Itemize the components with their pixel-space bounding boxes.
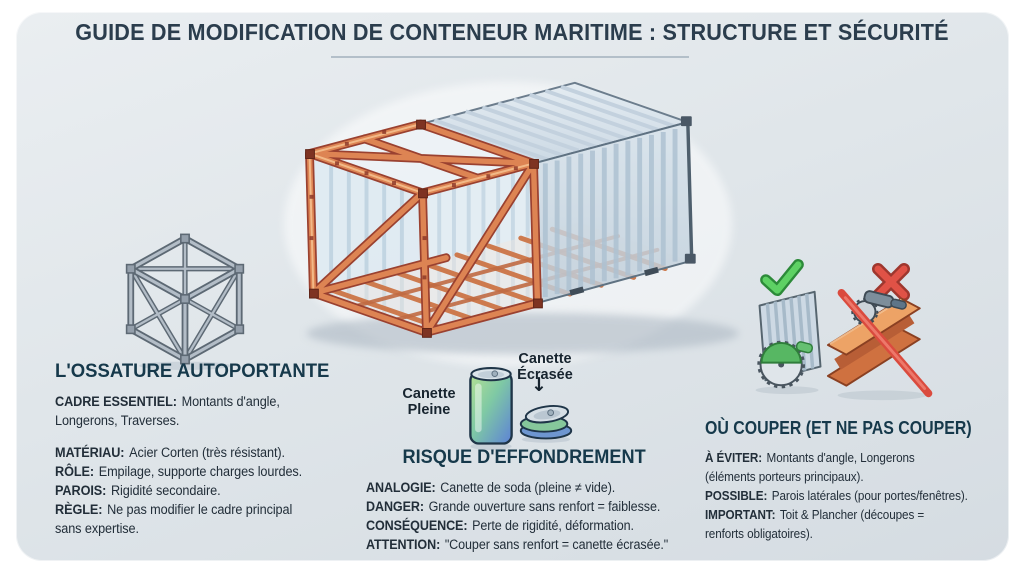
info-line: (éléments porteurs principaux). [705, 467, 1002, 486]
line-label: MATÉRIAU: [55, 445, 125, 460]
section-heading-risque: RISQUE D'EFFONDREMENT [402, 446, 646, 468]
full-can-label: Canette Pleine [402, 386, 456, 418]
circular-saw-panel-icon [755, 290, 822, 395]
section-body-risque: ANALOGIE: Canette de soda (pleine ≠ vide)… [366, 478, 682, 554]
info-line: RÈGLE: Ne pas modifier le cadre principal [55, 500, 356, 519]
line-text: Grande ouverture sans renfort = faibless… [428, 499, 661, 514]
info-line: MATÉRIAU: Acier Corten (très résistant). [55, 443, 356, 462]
line-text: Toit & Plancher (découpes = [779, 507, 925, 522]
angle-grinder [851, 290, 907, 326]
line-label: RÈGLE: [55, 502, 103, 517]
line-text: Ne pas modifier le cadre principal [107, 502, 293, 517]
check-icon [760, 259, 804, 297]
line-label: PAROIS: [55, 483, 107, 498]
line-text: Montants d'angle, Longerons [766, 450, 915, 465]
crushed-can-label: Canette Écrasée [517, 351, 573, 383]
line-text: Perte de rigidité, déformation. [472, 518, 634, 533]
section-body-couper: À ÉVITER:Montants d'angle, Longerons (él… [705, 448, 1002, 543]
line-label: IMPORTANT: [705, 507, 776, 522]
section-heading-couper: OÙ COUPER (ET NE PAS COUPER) [705, 417, 972, 438]
line-label: DANGER: [366, 499, 424, 514]
line-label: À ÉVITER: [705, 450, 763, 465]
page-title: GUIDE DE MODIFICATION DE CONTENEUR MARIT… [75, 19, 949, 45]
soda-can-crushed-icon [519, 405, 573, 443]
line-text: sans expertise. [55, 521, 139, 536]
section-ossature: L'OSSATURE AUTOPORTANTE CADRE ESSENTIEL:… [55, 360, 375, 538]
circular-saw [757, 340, 814, 389]
line-text: "Couper sans renfort = canette écrasée." [444, 537, 669, 552]
line-text: Parois latérales (pour portes/fenêtres). [771, 488, 968, 503]
soda-can-full-icon [469, 367, 513, 451]
info-line: RÔLE:Empilage, supporte charges lourdes. [55, 462, 356, 481]
line-text: (éléments porteurs principaux). [705, 469, 864, 484]
grinder-ibeam-forbidden-icon [826, 288, 933, 401]
steel-cube-frame-icon [125, 233, 245, 370]
title-underline [331, 56, 689, 58]
container-cutaway-illustration [283, 81, 739, 367]
line-text: Acier Corten (très résistant). [129, 445, 285, 460]
line-label: ATTENTION: [366, 537, 441, 552]
info-line: DANGER: Grande ouverture sans renfort = f… [366, 497, 682, 516]
line-text: renforts obligatoires). [705, 526, 813, 541]
line-text: Empilage, supporte charges lourdes. [98, 464, 303, 479]
section-risque: RISQUE D'EFFONDREMENT ANALOGIE: Canette d… [366, 446, 706, 554]
line-label: POSSIBLE: [705, 488, 768, 503]
info-line: IMPORTANT:Toit & Plancher (découpes = [705, 505, 1002, 524]
info-line: POSSIBLE:Parois latérales (pour portes/f… [705, 486, 1002, 505]
line-label: RÔLE: [55, 464, 95, 479]
section-heading-ossature: L'OSSATURE AUTOPORTANTE [55, 360, 330, 382]
line-text: Canette de soda (pleine ≠ vide). [440, 480, 616, 495]
line-text: Rigidité secondaire. [110, 483, 221, 498]
info-line: Longerons, Traverses. [55, 411, 356, 430]
info-line: CONSÉQUENCE: Perte de rigidité, déformati… [366, 516, 682, 535]
line-label: CONSÉQUENCE: [366, 518, 468, 533]
info-line: À ÉVITER:Montants d'angle, Longerons [705, 448, 1002, 467]
section-couper: OÙ COUPER (ET NE PAS COUPER) À ÉVITER:Mo… [705, 417, 1024, 543]
cross-icon [872, 263, 910, 301]
info-line: PAROIS:Rigidité secondaire. [55, 481, 356, 500]
down-arrow-icon: ↓ [531, 374, 547, 396]
line-label: CADRE ESSENTIEL: [55, 394, 177, 409]
info-line: sans expertise. [55, 519, 356, 538]
line-text: Longerons, Traverses. [55, 413, 180, 428]
info-line: ATTENTION:"Couper sans renfort = canette… [366, 535, 682, 554]
info-line: renforts obligatoires). [705, 524, 1002, 543]
info-line: CADRE ESSENTIEL: Montants d'angle, [55, 392, 356, 411]
line-label: ANALOGIE: [366, 480, 436, 495]
info-line: ANALOGIE: Canette de soda (pleine ≠ vide)… [366, 478, 682, 497]
corner-fittings [305, 119, 543, 338]
section-body-ossature: CADRE ESSENTIEL: Montants d'angle, Longer… [55, 392, 356, 538]
line-text: Montants d'angle, [181, 394, 280, 409]
